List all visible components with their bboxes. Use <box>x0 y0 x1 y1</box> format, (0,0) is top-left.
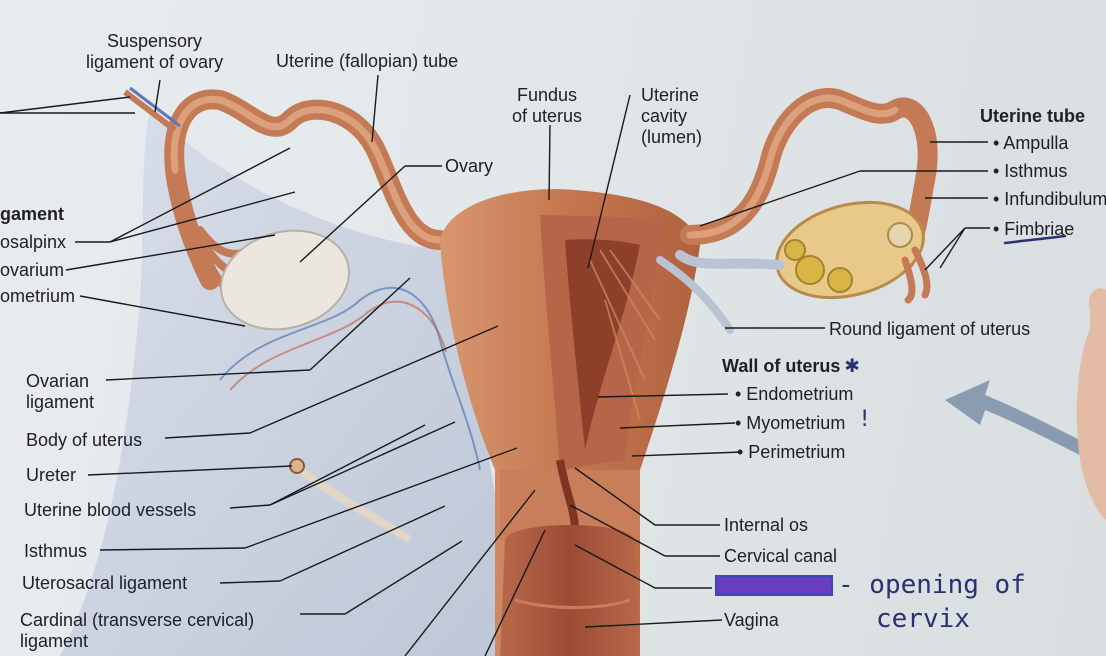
label-isthmus-left: Isthmus <box>24 541 88 561</box>
label-round-ligament: Round ligament of uterus <box>829 319 1031 339</box>
label-perimetrium: • Perimetrium <box>737 442 846 462</box>
redacted-label-box <box>715 575 833 596</box>
label-suspensory-ligament: Suspensory ligament of ovary <box>86 31 224 72</box>
label-ligament-cut: gament <box>0 204 65 224</box>
pointer-arrow <box>945 380 1080 455</box>
label-uterine-tube-top: Uterine (fallopian) tube <box>276 51 459 71</box>
label-ureter: Ureter <box>26 465 77 485</box>
uterine-cavity-shape <box>565 239 640 450</box>
round-ligament <box>675 250 785 270</box>
label-mesosalpinx: osalpinx <box>0 232 67 252</box>
label-body-of-uterus: Body of uterus <box>26 430 143 450</box>
label-wall-of-uterus: Wall of uterus <box>722 356 841 376</box>
vagina <box>500 525 640 656</box>
ureter-tube <box>297 466 413 544</box>
label-uterosacral-ligament: Uterosacral ligament <box>22 573 188 593</box>
label-mesometrium: ometrium <box>0 286 76 306</box>
handwritten-note-line2: cervix <box>876 604 970 634</box>
leader-lines <box>0 74 990 656</box>
figure-silhouette <box>1076 288 1106 520</box>
label-cervical-canal: Cervical canal <box>724 546 838 566</box>
blood-vessels-left <box>219 286 481 471</box>
label-fundus: Fundus of uterus <box>512 85 583 126</box>
label-uterine-blood-vessels: Uterine blood vessels <box>24 500 197 520</box>
handwritten-exclaim: ! <box>858 407 872 432</box>
fimbriae-underline <box>1003 234 1067 245</box>
label-fimbriae: • Fimbriae <box>993 219 1075 239</box>
handwritten-star: ✱ <box>845 350 860 378</box>
label-uterine-tube-header: Uterine tube <box>980 106 1086 126</box>
broad-ligament <box>60 110 500 656</box>
label-myometrium: • Myometrium <box>735 413 846 433</box>
label-ampulla: • Ampulla <box>993 133 1069 153</box>
left-ovary <box>219 229 351 331</box>
label-cardinal-ligament: Cardinal (transverse cervical) ligament <box>20 610 255 651</box>
label-mesovarium: ovarium <box>0 260 65 280</box>
label-ovary: Ovary <box>445 156 494 176</box>
label-isthmus-right: • Isthmus <box>993 161 1068 181</box>
label-infundibulum: • Infundibulum <box>993 189 1106 209</box>
label-uterine-cavity: Uterine cavity (lumen) <box>641 85 703 147</box>
label-ovarian-ligament: Ovarian ligament <box>26 371 95 412</box>
handwritten-note-line1: - opening of <box>838 570 1026 600</box>
label-endometrium: • Endometrium <box>735 384 854 404</box>
label-vagina: Vagina <box>724 610 779 630</box>
label-internal-os: Internal os <box>724 515 809 535</box>
